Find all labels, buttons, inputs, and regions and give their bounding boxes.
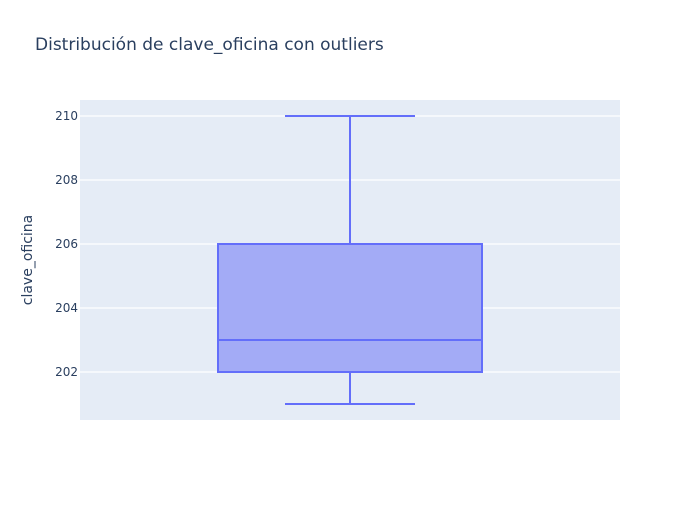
y-tick-labels: 202 204 206 208 210 — [55, 109, 78, 379]
y-axis-label: clave_oficina — [20, 215, 36, 306]
chart-title: Distribución de clave_oficina con outlie… — [35, 35, 384, 55]
y-tick-208: 208 — [55, 173, 78, 187]
iqr-box[interactable] — [217, 243, 483, 373]
y-tick-204: 204 — [55, 301, 78, 315]
box-plot[interactable] — [217, 115, 483, 405]
y-tick-202: 202 — [55, 365, 78, 379]
y-tick-210: 210 — [55, 109, 78, 123]
y-tick-206: 206 — [55, 237, 78, 251]
